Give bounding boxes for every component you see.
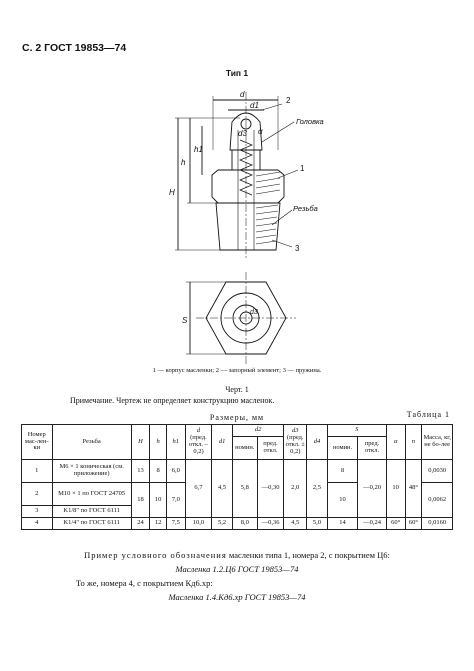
designation-example-2: Масленка 1.4.Кд6.хр ГОСТ 19853—74 [168,592,306,602]
designation-text-2: То же, номера 4, с покрытием Кд6.хр: [76,578,213,588]
label-d3-view: d3 [250,309,258,316]
table-row: 4 K1/4" по ГОСТ 6111 24 12 7,5 10,0 5,2 … [21,517,453,530]
designation-heading-spaced: Пример условного обозначения [84,550,227,560]
note: Примечание. Чертеж не определяет констру… [70,396,275,405]
drawing-type-title: Тип 1 [225,68,249,78]
label-h: h [181,158,186,167]
th-d2-nomin: номин. [231,436,258,460]
label-d3: d3 [238,129,247,138]
ball-check [240,118,252,130]
th-H: H [130,424,151,460]
technical-drawing: d d1 d3 α h h1 H S d3 2 Головка 1 Резьба… [169,90,324,364]
drawing-caption: Черт. 1 [225,385,249,394]
label-golovka: Головка [296,117,324,126]
callout-1: 1 [300,164,305,173]
th-n: n [404,424,423,460]
label-H: H [169,188,175,197]
th-alpha: α [385,424,406,460]
table-header-row: Номер мас-лен-ки Резьба H h h1 d(пред. о… [21,424,453,460]
dimensions-table: Номер мас-лен-ки Резьба H h h1 d(пред. о… [21,424,453,530]
table-number: Таблица 1 [406,410,450,419]
thread-hatching [255,171,281,245]
th-nomer: Номер мас-лен-ки [21,424,53,460]
th-d1: d1 [211,424,233,460]
drawing-legend: 1 — корпус масленки; 2 — запорный элемен… [152,367,322,374]
table-row: 2 М10 × 1 по ГОСТ 24705 18 10 7,0 10 0,0… [21,482,453,518]
label-alpha: α [258,127,263,136]
th-d4: d4 [306,424,328,460]
table-row: 1 М6 × 1 коническая (см. приложение) 13 … [21,459,453,518]
label-d1: d1 [250,101,259,110]
designation-example-1: Масленка 1.2.Ц6 ГОСТ 19853—74 [175,564,299,574]
label-d: d [240,90,245,99]
th-d3: d3(пред. откл. ± 0,2) [283,424,308,460]
th-S: S [326,424,387,437]
th-d2: d2 [231,424,285,437]
callout-2: 2 [286,96,291,105]
designation-heading: Пример условного обозначения масленки ти… [0,550,474,560]
th-massa: Масса, кг, не бо-лее [421,424,453,460]
label-S: S [182,316,188,325]
th-S-nomin: номин. [326,436,359,460]
th-rezba: Резьба [51,424,132,460]
th-h1: h1 [165,424,186,460]
threaded-shank [215,202,281,251]
designation-heading-rest: масленки типа 1, номера 2, с покрытием Ц… [228,550,390,560]
th-d2-otkl: пред. откл. [256,436,285,460]
label-h1: h1 [194,145,203,154]
page-header: С. 2 ГОСТ 19853—74 [22,42,127,54]
th-d: d(пред. откл. – 0,2) [184,424,213,460]
callout-3: 3 [295,244,300,253]
table-title: Размеры, мм [209,413,265,422]
th-h: h [149,424,167,460]
label-rezba: Резьба [293,204,318,213]
th-S-otkl: пред. откл. [357,436,387,460]
